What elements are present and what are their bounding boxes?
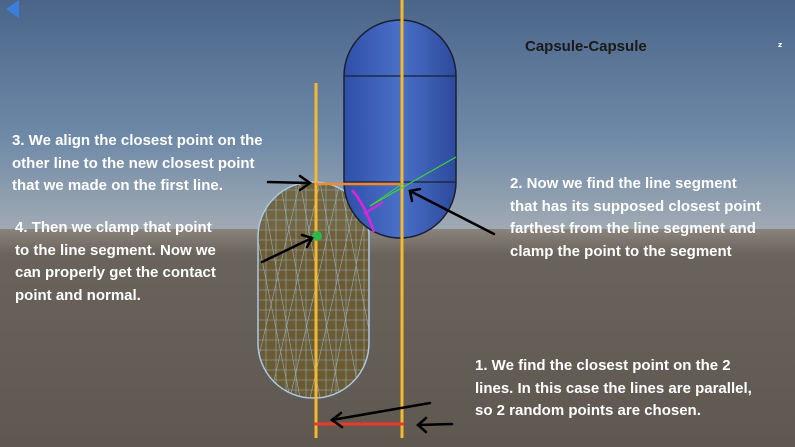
annotation-line: that we made on the first line.: [12, 177, 223, 194]
annotation-step-2: 2. Now we find the line segment that has…: [510, 173, 761, 263]
magenta-line: [351, 189, 376, 233]
magenta-line-2: [363, 201, 384, 215]
annotation-line: can properly get the contact: [15, 264, 216, 281]
annotation-step-1: 1. We find the closest point on the 2 li…: [475, 355, 752, 423]
scene-title: Capsule-Capsule: [525, 38, 647, 55]
annotation-line: lines. In this case the lines are parall…: [475, 379, 752, 397]
annotation-step-4: 4. Then we clamp that point to the line …: [15, 217, 216, 307]
annotation-line: point and normal.: [15, 286, 141, 304]
annotation-line: clamp the point to the segment: [510, 242, 732, 260]
wireframe-capsule-outline: [257, 181, 370, 399]
annotation-line: 1. We find the closest point on the 2: [475, 357, 731, 374]
annotation-line: 4. Then we clamp that point: [15, 219, 212, 236]
annotation-step-3: 3. We align the closest point on the oth…: [12, 130, 263, 198]
wireframe-capsule: [258, 182, 369, 398]
ground: [0, 229, 795, 447]
contact-point: [312, 231, 322, 241]
annotation-line: 2. Now we find the line segment: [510, 175, 737, 192]
annotation-line: farthest from the line segment and: [510, 220, 756, 237]
normal-line: [369, 156, 457, 207]
scene-gizmo-icon[interactable]: [0, 0, 19, 18]
annotation-arrows: [260, 174, 496, 434]
normal-line-2: [369, 183, 403, 207]
annotation-line: to the line segment. Now we: [15, 241, 216, 259]
annotation-line: other line to the new closest point: [12, 154, 255, 172]
annotation-line: that has its supposed closest point: [510, 197, 761, 215]
annotation-line: so 2 random points are chosen.: [475, 402, 701, 419]
gizmo-axis-label: z: [778, 41, 783, 49]
annotation-line: 3. We align the closest point on the: [12, 132, 263, 149]
